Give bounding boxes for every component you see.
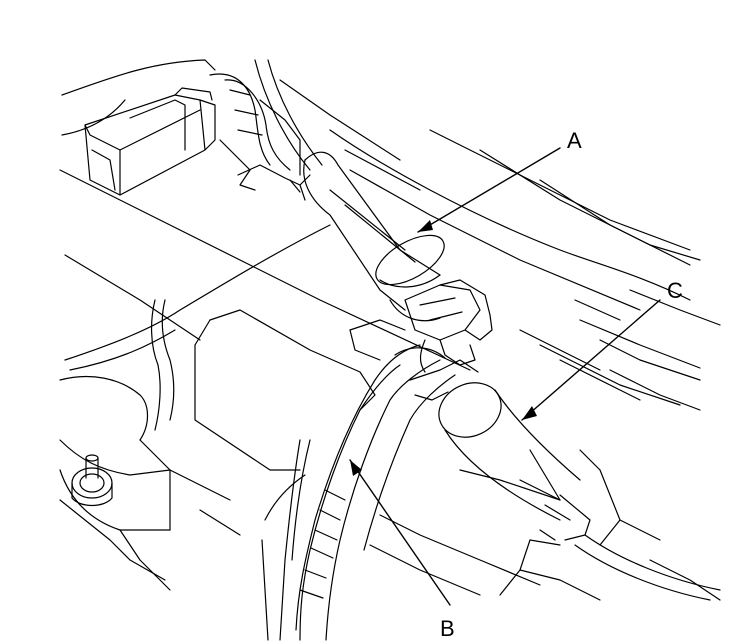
callout-b: B — [440, 616, 455, 641]
cable-b — [261, 344, 456, 641]
cable-c — [409, 359, 721, 601]
callout-a: A — [567, 128, 582, 153]
upper-rail — [254, 59, 691, 301]
callout-c: C — [667, 278, 683, 303]
cable-a — [303, 151, 445, 322]
rear-harness — [209, 73, 311, 201]
mounting-bracket — [59, 375, 241, 591]
leader-lines — [349, 147, 661, 606]
lower-right-structure — [369, 449, 721, 601]
bolt — [71, 454, 113, 507]
housing-outline — [59, 59, 721, 411]
panel-recess — [150, 299, 406, 471]
junction-clamp — [394, 279, 493, 373]
connector-block — [84, 87, 216, 196]
